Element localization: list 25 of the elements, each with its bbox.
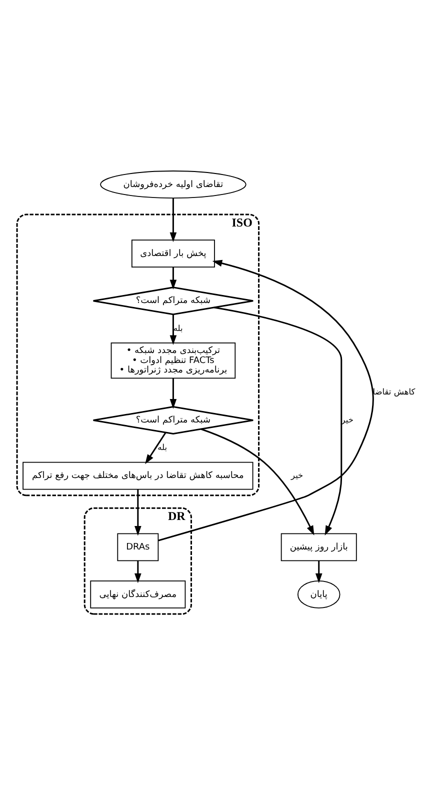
arrow — [214, 306, 342, 535]
node-box: مصرف‌کنندگان نهایی — [90, 580, 186, 608]
node-box: محاسبه کاهش تقاضا در باس‌های مختلف جهت رفع تراکم — [22, 461, 254, 490]
edge-label: کاهش تقاضا — [372, 386, 416, 396]
node-ellipse: تقاضای اولیه خرده‌فروشان — [100, 170, 246, 198]
arrow — [315, 560, 322, 583]
node-diamond: شبکه متراکم است؟ — [92, 406, 254, 434]
node-diamond: شبکه متراکم است؟ — [92, 286, 254, 315]
edge-label: بله — [158, 442, 168, 452]
arrow — [170, 266, 177, 290]
arrow — [170, 198, 177, 242]
edge-label: خیر — [291, 469, 304, 480]
arrow — [134, 560, 142, 583]
node-box: پخش بار اقتصادی — [131, 239, 215, 268]
arrow — [170, 314, 177, 345]
node-box: بازار روز پیشین — [280, 532, 357, 561]
node-ellipse: پایان — [297, 580, 340, 608]
arrow — [158, 259, 374, 541]
node-box: DRAs — [117, 532, 159, 561]
arrow — [170, 378, 177, 408]
edge-label: بله — [173, 322, 183, 332]
arrow — [145, 432, 166, 464]
arrow — [200, 428, 314, 535]
node-box: • ترکیب‌بندی مجدد شبکه • تنظیم ادوات FACTs • برنامه‌ریزی مجدد ژنراتورها — [110, 342, 236, 378]
arrow — [134, 488, 142, 536]
